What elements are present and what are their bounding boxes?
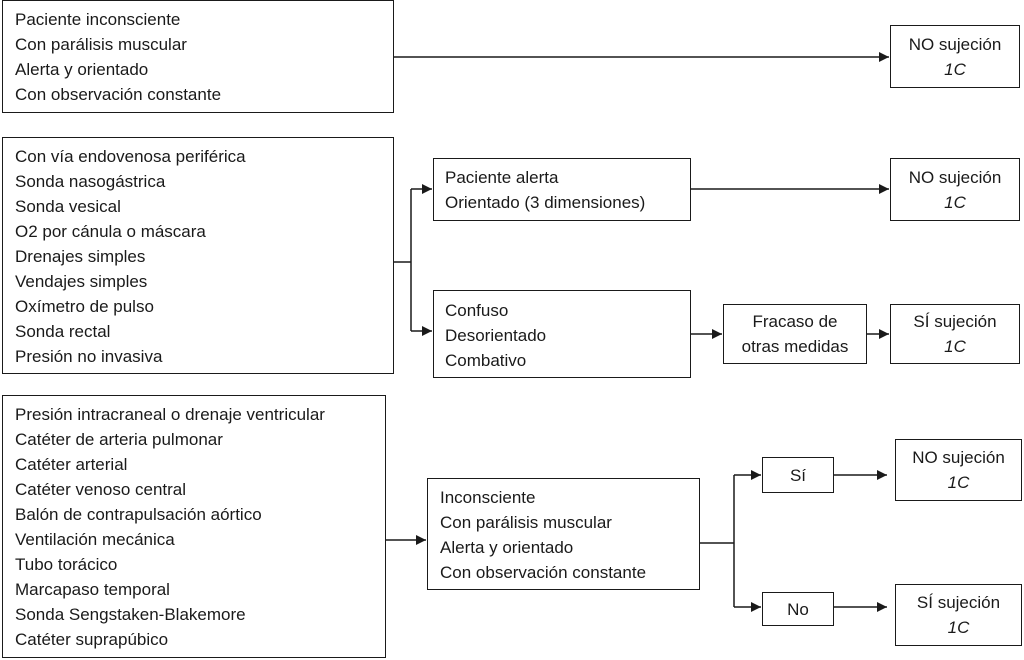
s3-yes-outcome-box: NO sujeción 1C	[895, 439, 1022, 501]
s2-alert-outcome-box: NO sujeción 1C	[890, 158, 1020, 221]
evidence-grade: 1C	[944, 337, 966, 356]
no-box: No	[762, 592, 834, 626]
question-criterion: Alerta y orientado	[440, 538, 574, 557]
question-criterion: Con observación constante	[440, 563, 647, 582]
failure-line: otras medidas	[741, 337, 849, 356]
s2-device: Oxímetro de pulso	[15, 297, 154, 316]
question-criterion: Inconsciente	[440, 488, 536, 507]
s1-criterion: Alerta y orientado	[15, 60, 149, 79]
s3-device: Marcapaso temporal	[15, 580, 170, 599]
s2-device: Sonda rectal	[15, 322, 111, 341]
s3-device: Catéter suprapúbico	[15, 630, 169, 649]
s3-device: Tubo torácico	[15, 555, 118, 574]
outcome-label: NO sujeción	[908, 34, 1002, 54]
outcome-label: NO sujeción	[908, 167, 1002, 187]
evidence-grade: 1C	[944, 59, 966, 79]
s1-criterion: Paciente inconsciente	[15, 10, 181, 29]
evidence-grade: 1C	[944, 192, 966, 212]
s3-device: Balón de contrapulsación aórtico	[15, 505, 262, 524]
yes-box: Sí	[762, 457, 834, 493]
s1-criteria-box: Paciente inconsciente Con parálisis musc…	[2, 0, 394, 113]
confused-criterion: Desorientado	[445, 326, 547, 345]
s2-device: O2 por cánula o máscara	[15, 222, 206, 241]
s2-alert-box: Paciente alerta Orientado (3 dimensiones…	[433, 158, 691, 221]
s2-confused-box: Confuso Desorientado Combativo	[433, 290, 691, 378]
s1-criterion: Con observación constante	[15, 85, 222, 104]
s3-devices-box: Presión intracraneal o drenaje ventricul…	[2, 395, 386, 658]
s3-device: Sonda Sengstaken-Blakemore	[15, 605, 246, 624]
s3-device: Presión intracraneal o drenaje ventricul…	[15, 405, 325, 424]
s3-device: Catéter arterial	[15, 455, 128, 474]
s3-question-box: Inconsciente Con parálisis muscular Aler…	[427, 478, 700, 590]
s2-device: Con vía endovenosa periférica	[15, 147, 246, 166]
outcome-label: SÍ sujeción	[916, 593, 1001, 612]
s3-no-outcome-box: SÍ sujeción 1C	[895, 584, 1022, 646]
alert-criterion: Paciente alerta	[445, 168, 559, 187]
evidence-grade: 1C	[947, 618, 970, 637]
s2-device: Sonda vesical	[15, 197, 121, 216]
s3-device: Ventilación mecánica	[15, 530, 175, 549]
outcome-label: NO sujeción	[912, 448, 1005, 467]
s3-device: Catéter venoso central	[15, 480, 187, 499]
s2-device: Presión no invasiva	[15, 347, 163, 366]
question-criterion: Con parálisis muscular	[440, 513, 612, 532]
failure-line: Fracaso de	[752, 312, 838, 331]
s1-criterion: Con parálisis muscular	[15, 35, 187, 54]
s2-device: Vendajes simples	[15, 272, 148, 291]
s2-devices-box: Con vía endovenosa periférica Sonda naso…	[2, 137, 394, 374]
s2-device: Sonda nasogástrica	[15, 172, 166, 191]
yes-label: Sí	[789, 465, 807, 485]
confused-criterion: Combativo	[445, 351, 527, 370]
outcome-label: SÍ sujeción	[913, 312, 997, 331]
s3-device: Catéter de arteria pulmonar	[15, 430, 223, 449]
s1-outcome-box: NO sujeción 1C	[890, 25, 1020, 88]
evidence-grade: 1C	[947, 473, 970, 492]
s2-failure-box: Fracaso de otras medidas	[723, 304, 867, 364]
no-label: No	[787, 599, 809, 619]
s2-device: Drenajes simples	[15, 247, 146, 266]
confused-criterion: Confuso	[445, 301, 509, 320]
alert-criterion: Orientado (3 dimensiones)	[445, 193, 646, 212]
s2-restraint-outcome-box: SÍ sujeción 1C	[890, 304, 1020, 364]
